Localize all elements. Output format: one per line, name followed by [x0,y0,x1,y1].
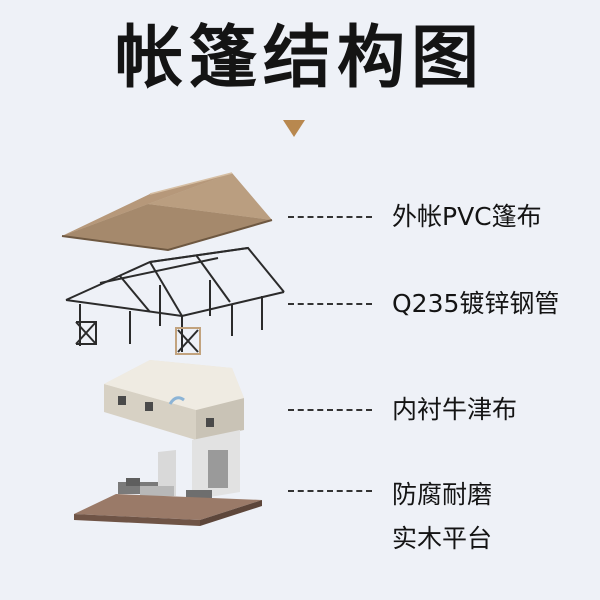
label-steel-frame: Q235镀锌钢管 [392,289,560,318]
outer-canvas-roof [61,172,273,252]
label-row-inner-lining: 内衬牛津布 [288,392,517,428]
down-arrow-icon [283,120,305,137]
steel-frame [65,246,285,355]
label-inner-lining: 内衬牛津布 [392,395,518,424]
label-wood-platform-line2: 实木平台 [392,524,493,553]
interior-room [118,430,240,500]
label-outer-canvas: 外帐PVC篷布 [392,202,542,231]
leader-dash-line [288,216,372,218]
label-row-outer-canvas: 外帐PVC篷布 [288,199,542,235]
leader-dash-line [288,490,372,492]
label-wood-platform: 防腐耐磨 实木平台 [392,473,492,561]
page-title: 帐篷结构图 [114,19,485,98]
leader-dash-line [288,409,372,411]
inner-tent [104,360,244,440]
wood-platform [74,494,262,526]
label-wood-platform-line1: 防腐耐磨 [392,480,493,509]
label-row-steel-frame: Q235镀锌钢管 [288,286,559,322]
label-row-wood-platform [288,490,392,492]
leader-dash-line [288,303,372,305]
